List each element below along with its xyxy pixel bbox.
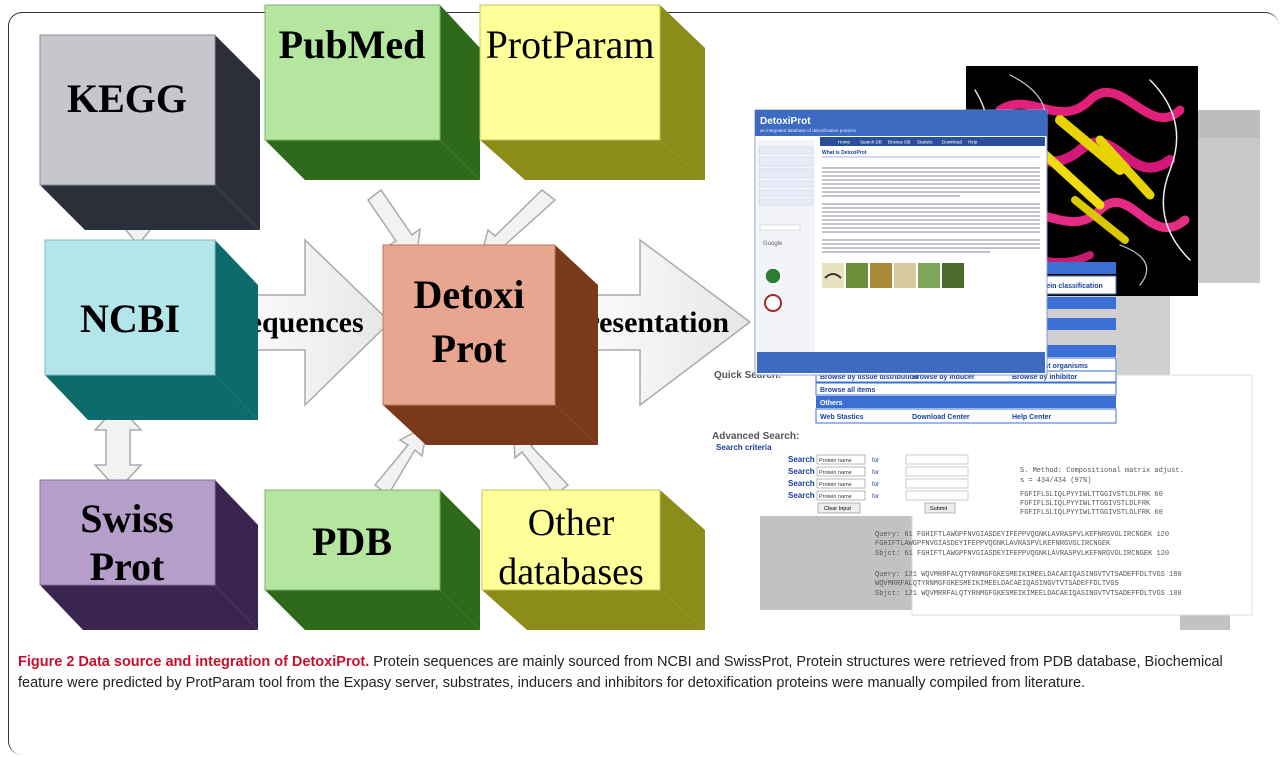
other-label-line2: databases [498,551,644,593]
nav-item: Browse DB [888,140,911,145]
browse-all-link: Browse all items [820,387,875,394]
for-word: for [872,458,879,464]
svg-text:S. Method: Compositional matr: S. Method: Compositional matrix adjust. [1020,467,1184,475]
nav-item: Home [838,140,851,145]
detoxiprot-label-line2: Prot [432,326,507,371]
google-label: Google [763,241,783,247]
caption-text: Protein sequences are mainly sourced fro… [18,654,1223,691]
nav-item: Statistic [917,140,934,145]
blast-row: Query: 61 FGHIFTLAWGPFNVGIASDEYIFEPPVQGN… [875,531,1169,539]
browse-link: Browse by inducer [912,374,975,381]
quick-search-label: Quick Search: [714,370,781,381]
svg-text:FGHIFTLAWGPFNVGIASDEYIFEPPVQGN: FGHIFTLAWGPFNVGIASDEYIFEPPVQGNKLAVRASPVL… [875,540,1111,548]
browse-link: Browse by inhibitor [1012,374,1078,381]
nav-item: Download [942,140,963,145]
figure-caption: Figure 2 Data source and integration of … [18,652,1268,694]
protparam-label: ProtParam [486,22,655,67]
caption-title: Figure 2 Data source and integration of … [18,654,370,670]
for-word: for [872,470,879,476]
pubmed-label: PubMed [279,22,426,67]
blast-row: Sbjct: 121 WQVMRRFALQTYRNMGFGKESMEIKIMEE… [875,590,1182,598]
kegg-label: KEGG [67,76,187,121]
advanced-search-label: Advanced Search: [712,431,799,442]
for-word: for [872,482,879,488]
clear-input-button: Clear Input [824,506,851,512]
protein-name-option: Protein name [819,482,852,488]
blast-row: Sbjct: 61 FGHIFTLAWGPFNVGIASDEYIFEPPVQGN… [875,550,1169,558]
ncbi-label: NCBI [80,296,180,341]
nav-item: Search DB [860,140,882,145]
swissprot-label-line1: Swiss [80,496,173,541]
website-screenshot: DetoxiProt an integrated database of det… [754,109,1048,376]
blast-row: Query: 121 WQVMRRFALQTYRNMGFGKESMEIKIMEE… [875,571,1182,579]
integration-diagram: 42 2e-05 30 3e-04 27 1.5 24 2.2 26 2.2 2… [39,4,1260,630]
ncbi-box: NCBI [44,239,258,420]
detoxiprot-box: Detoxi Prot [382,244,598,445]
detoxiprot-label-line1: Detoxi [413,272,524,317]
svg-text:FGFIFLSLIQLPYYIWLTTGGIVSTLDLFR: FGFIFLSLIQLPYYIWLTTGGIVSTLDLFRK 60 [1020,509,1163,517]
search-word: Search [788,455,815,464]
others-link: Others [820,400,843,407]
other-label-line1: Other [528,502,615,544]
swissprot-label-line2: Prot [90,544,165,589]
search-word: Search [788,479,815,488]
other-databases-box: Other databases [481,489,705,630]
svg-text:FGFIFLSLIQLPYYIWLTTGGIVSTLDLFR: FGFIFLSLIQLPYYIWLTTGGIVSTLDLFRK [1020,500,1151,508]
site-title: DetoxiProt [760,116,811,127]
search-criteria-label: Search criteria [716,443,772,452]
protein-name-option: Protein name [819,494,852,500]
svg-text:WQVMRRFALQTYRNMGFGKESMEIKIMEEL: WQVMRRFALQTYRNMGFGKESMEIKIMEELDACAEIQASI… [875,580,1119,588]
swissprot-box: Swiss Prot [39,479,258,630]
for-word: for [872,494,879,500]
pubmed-box: PubMed [264,4,480,180]
protein-name-option: Protein name [819,458,852,464]
advanced-search-panel: Advanced Search: Search criteria Search … [710,428,1010,516]
protparam-box: ProtParam [479,4,705,180]
kegg-box: KEGG [39,34,260,230]
browse-link: Browse by tissue distribution [820,374,918,381]
svg-text:s = 434/434 (97%): s = 434/434 (97%) [1020,477,1091,485]
site-subtitle: an integrated database of detoxification… [760,128,857,133]
search-word: Search [788,467,815,476]
search-word: Search [788,491,815,500]
bottom-link: Help Center [1012,414,1052,421]
nav-item: Help [968,140,978,145]
pdb-box: PDB [264,489,480,630]
protein-name-option: Protein name [819,470,852,476]
submit-button: Submit [930,506,948,512]
pdb-label: PDB [312,519,392,564]
svg-text:FGFIFLSLIQLPYYIWLTTGGIVSTLDLFR: FGFIFLSLIQLPYYIWLTTGGIVSTLDLFRK 60 [1020,491,1163,499]
bottom-link: Web Stastics [820,414,864,421]
side-label: tein classification [1044,283,1103,290]
side-label: nt organisms [1044,363,1088,370]
page-heading: What is DetoxiProt [822,150,867,156]
bottom-link: Download Center [912,414,970,421]
